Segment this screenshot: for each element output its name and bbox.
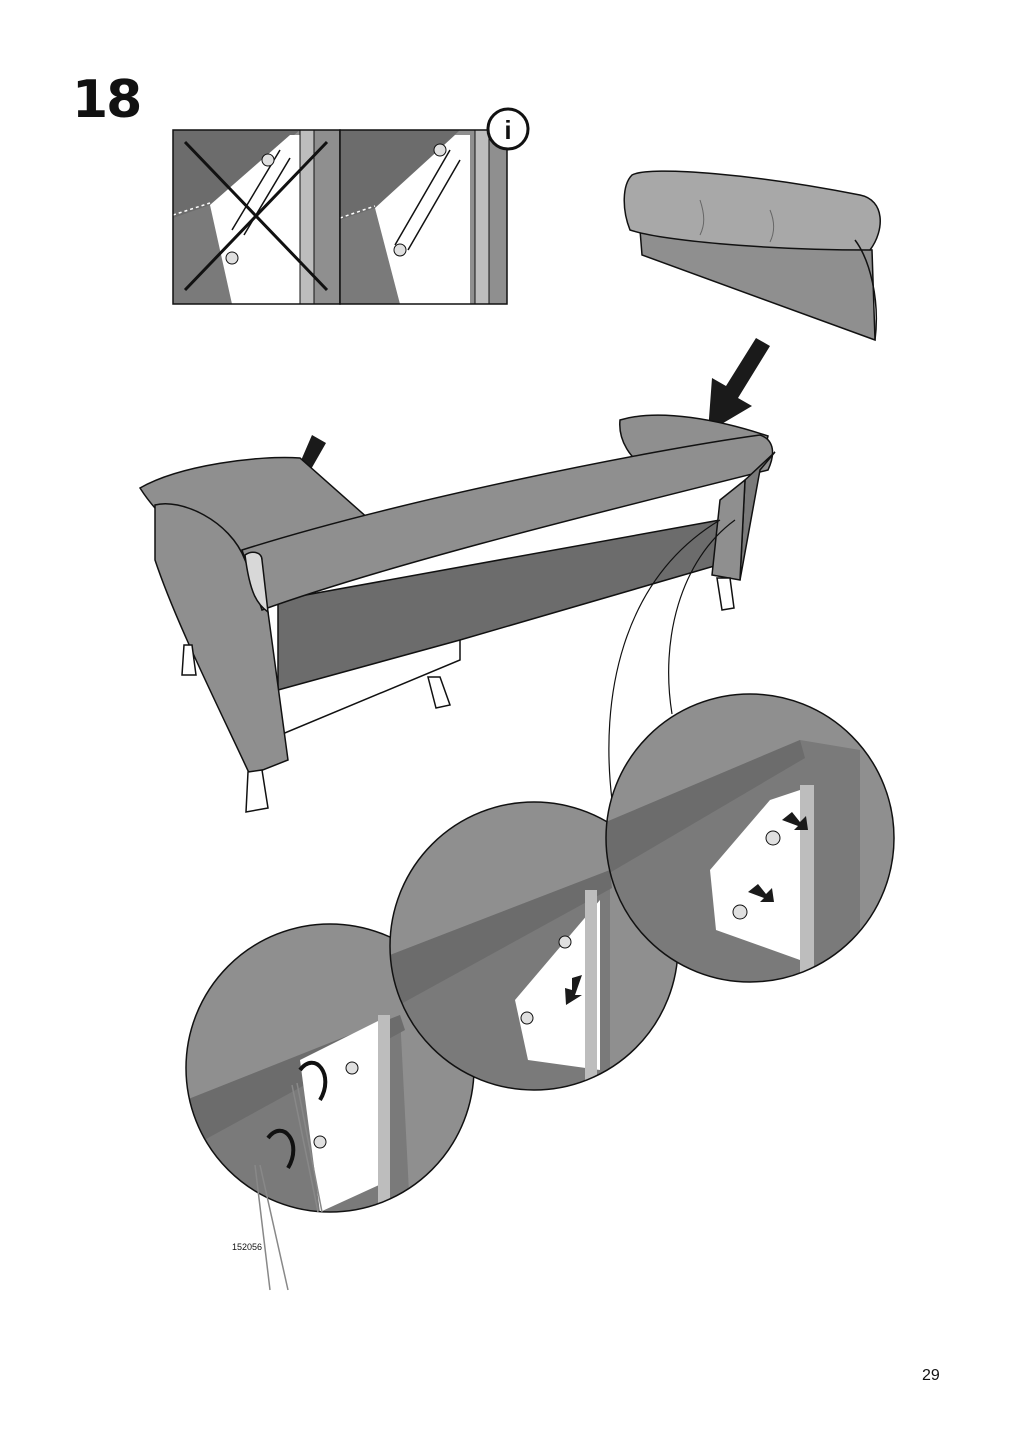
correct-example-panel: [340, 130, 507, 304]
down-arrow: [708, 338, 770, 432]
svg-text:i: i: [504, 115, 511, 145]
part-number: 152056: [232, 1242, 263, 1252]
detail-circle-3: [606, 694, 894, 982]
detail-circle-1: [186, 924, 474, 1212]
backrest-cushion: [623, 170, 881, 342]
step-number: 18: [72, 70, 142, 130]
allen-key-icon: [254, 1082, 323, 1291]
info-icon: i: [486, 107, 530, 151]
page-number: 29: [922, 1367, 940, 1384]
sofa: [138, 414, 776, 813]
detail-circle-2: [390, 802, 678, 1090]
